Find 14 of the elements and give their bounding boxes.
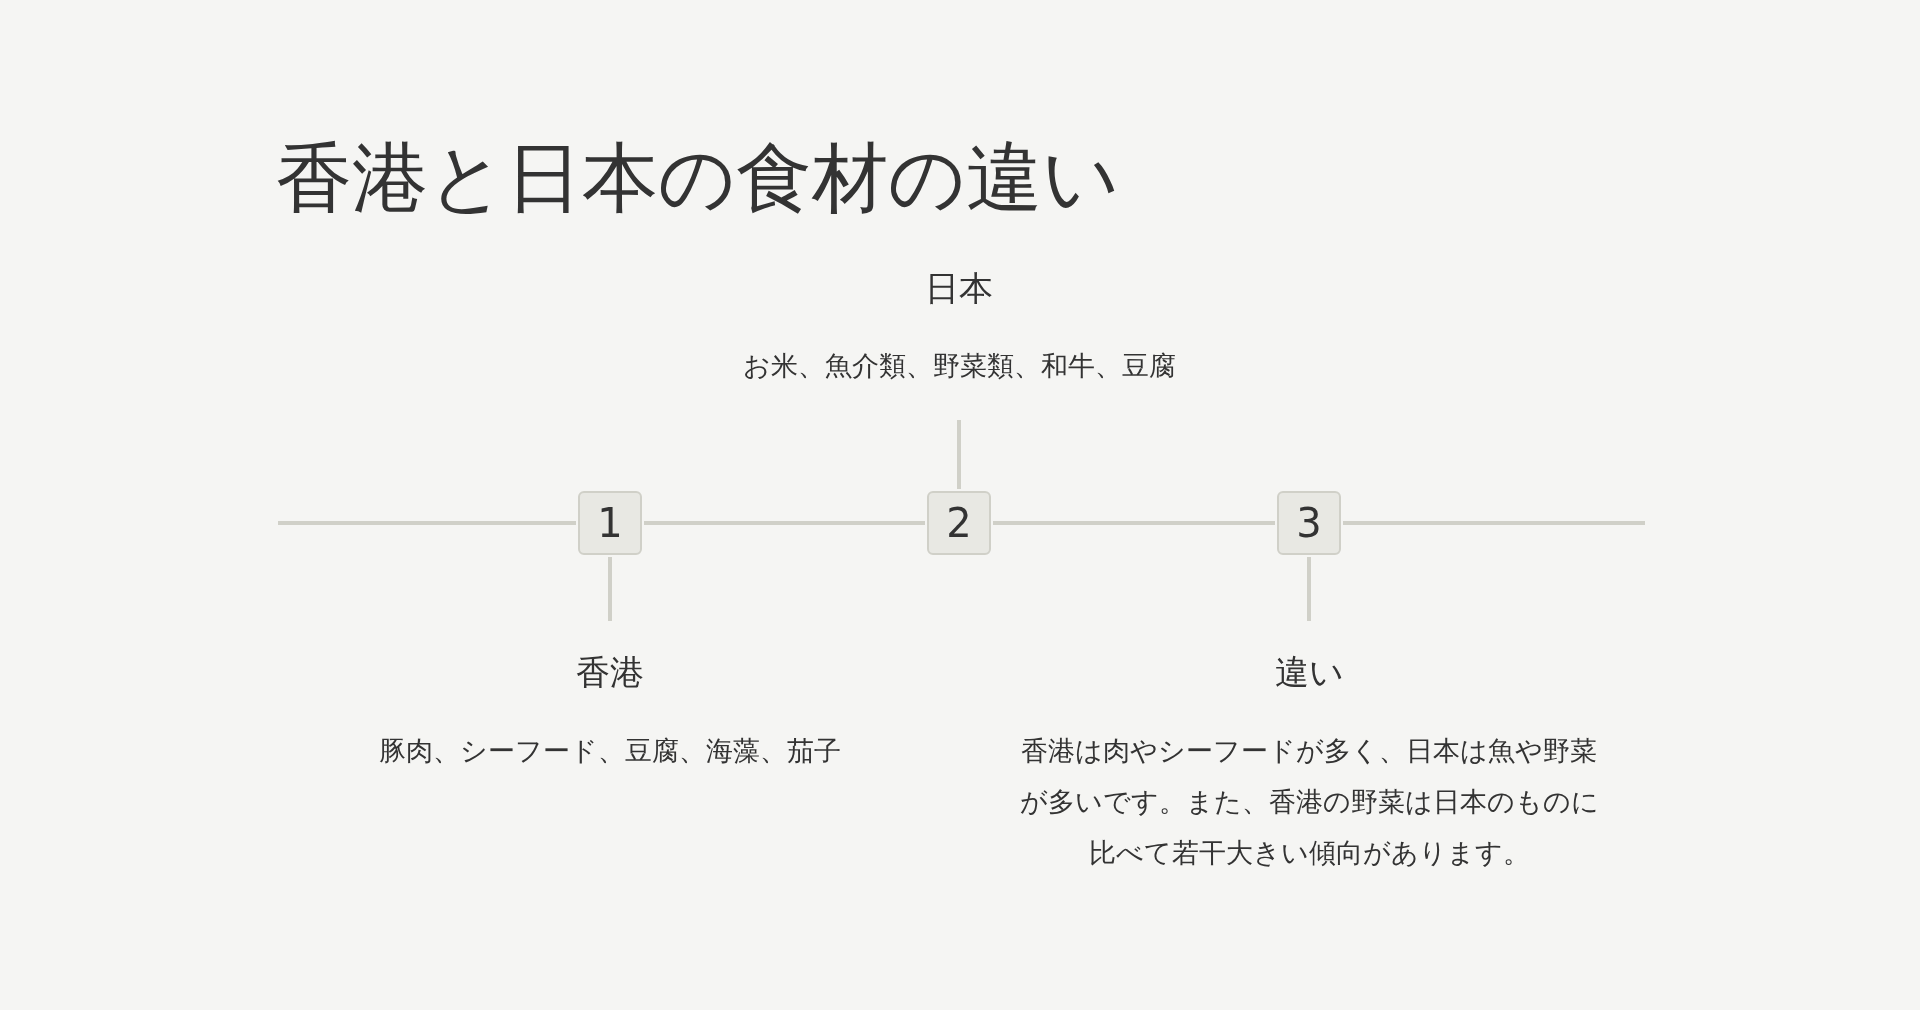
- step-number-box: 3: [1277, 491, 1341, 555]
- step-number-box: 1: [578, 491, 642, 555]
- step-description: 香港は肉やシーフードが多く、日本は魚や野菜が多いです。また、香港の野菜は日本のものに比べて若干大きい傾向があります。: [1018, 734, 1600, 870]
- timeline-line: [278, 521, 576, 525]
- step-heading: 日本: [925, 267, 993, 310]
- step-description: 豚肉、シーフード、豆腐、海藻、茄子: [379, 734, 841, 768]
- title: 香港と日本の食材の違い: [276, 132, 1120, 224]
- step-description: お米、魚介類、野菜類、和牛、豆腐: [742, 349, 1176, 383]
- timeline-line: [1343, 521, 1645, 525]
- step-heading: 違い: [1274, 651, 1344, 694]
- step-number-box: 2: [927, 491, 991, 555]
- timeline-line: [993, 521, 1275, 525]
- step-heading: 香港: [576, 651, 644, 694]
- timeline-line: [644, 521, 925, 525]
